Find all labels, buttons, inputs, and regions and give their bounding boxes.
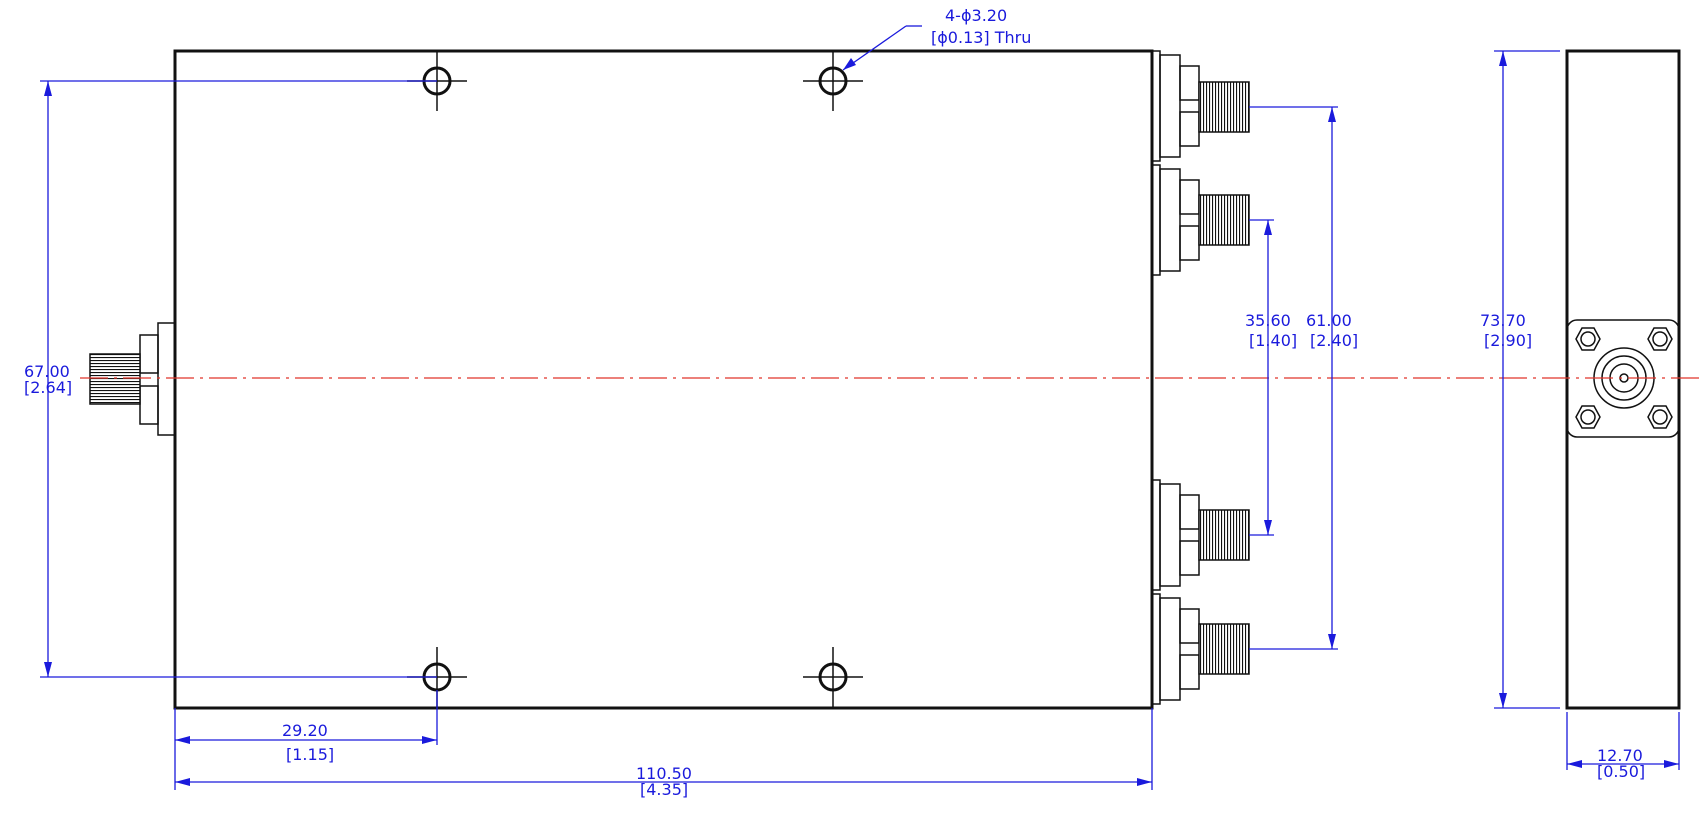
connector-output-1 [1151, 50, 1250, 162]
hole-callout-spec: 4-ϕ3.20 [945, 6, 1007, 25]
mounting-hole-bottom-right [803, 647, 863, 708]
dim-height-left-inch: [2.64] [24, 378, 72, 397]
dim-hole-offset-mm: 29.20 [282, 721, 328, 740]
side-view-body [1565, 49, 1681, 710]
dim-side-height-mm: 73.70 [1480, 311, 1526, 330]
dim-port-inner-inch: [1.40] [1249, 331, 1297, 350]
dim-port-inner [1249, 219, 1274, 536]
dim-height-left-mm: 67.00 [24, 362, 70, 381]
dim-length-mm: 110.50 [636, 764, 692, 783]
dim-side-height-inch: [2.90] [1484, 331, 1532, 350]
connector-output-2 [1151, 164, 1250, 276]
hole-callout-spec-inch: [ϕ0.13] Thru [931, 28, 1031, 47]
dim-port-inner-mm: 35.60 [1245, 311, 1291, 330]
dim-hole-offset [174, 690, 438, 790]
connector-output-3 [1151, 479, 1250, 591]
main-body [173, 49, 1154, 710]
dim-hole-offset-inch: [1.15] [286, 745, 334, 764]
dim-port-outer-inch: [2.40] [1310, 331, 1358, 350]
dim-height-left [40, 80, 437, 678]
dim-length [175, 708, 1153, 790]
dim-side-thickness [1566, 712, 1680, 770]
dim-length-inch: [4.35] [640, 780, 688, 799]
hole-callout-leader [842, 25, 922, 71]
dim-side-thickness-inch: [0.50] [1597, 762, 1645, 781]
mounting-hole-top-right [803, 51, 863, 111]
dim-port-outer-mm: 61.00 [1306, 311, 1352, 330]
dim-side-height [1494, 50, 1560, 709]
connector-output-4 [1151, 593, 1250, 705]
dim-port-outer [1249, 106, 1338, 650]
dim-side-thickness-mm: 12.70 [1597, 746, 1643, 765]
connector-input-left [89, 322, 176, 436]
